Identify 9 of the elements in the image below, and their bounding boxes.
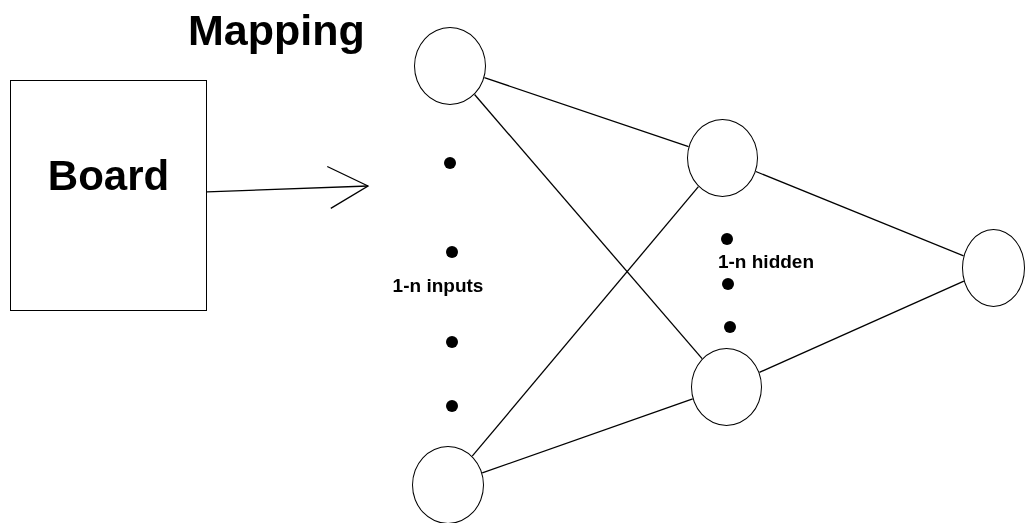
arrow <box>206 165 369 210</box>
connection-line <box>483 76 690 148</box>
diagram-title: Mapping <box>188 5 365 56</box>
connection-line <box>473 93 703 360</box>
process-box <box>10 80 207 311</box>
connection-line <box>471 186 700 457</box>
box-label: Board <box>47 154 170 197</box>
connection-line <box>758 280 965 373</box>
connection-line <box>481 398 694 474</box>
